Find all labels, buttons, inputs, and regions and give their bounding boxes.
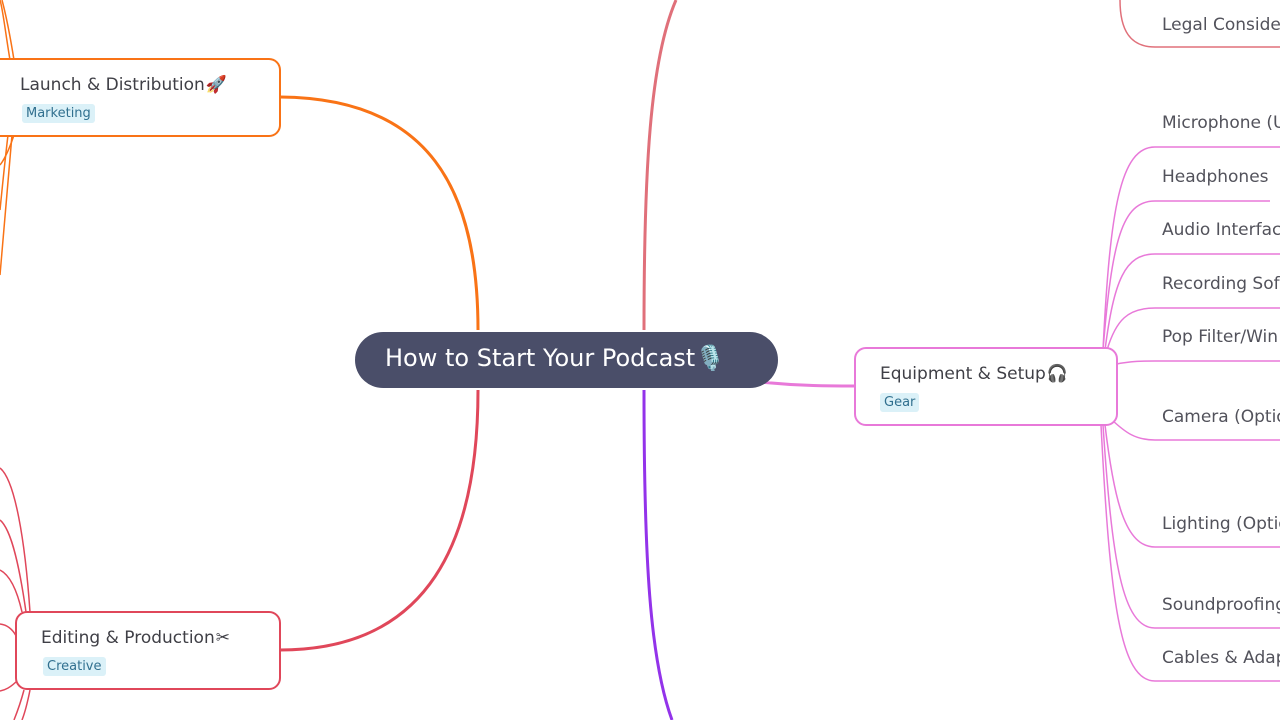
connector-root-bottom — [642, 389, 674, 720]
branch-title: Launch & Distribution🚀 — [20, 75, 227, 95]
branch-editing-production[interactable]: Editing & Production✂ Creative — [15, 611, 281, 690]
connector-root-top — [642, 0, 678, 331]
leaf-microphone[interactable]: Microphone (U — [1162, 113, 1280, 133]
branch-title: Editing & Production✂ — [41, 628, 230, 648]
root-title: How to Start Your Podcast🎙️ — [385, 344, 726, 372]
leaf-recording-software[interactable]: Recording Sof — [1162, 274, 1280, 294]
leaf-lighting[interactable]: Lighting (Optio — [1162, 514, 1280, 534]
root-node[interactable]: How to Start Your Podcast🎙️ — [355, 332, 778, 388]
microphone-icon: 🎙️ — [695, 344, 726, 372]
scissors-icon: ✂ — [215, 628, 230, 648]
connector-root-launch — [279, 95, 480, 331]
leaf-legal-considerations[interactable]: Legal Conside — [1162, 15, 1280, 35]
leaf-cables-adapters[interactable]: Cables & Adap — [1162, 648, 1280, 668]
connector-legal — [1119, 0, 1280, 48]
tag-creative: Creative — [43, 657, 106, 676]
leaf-headphones[interactable]: Headphones — [1162, 167, 1269, 187]
branch-launch-distribution[interactable]: Launch & Distribution🚀 Marketing — [0, 58, 281, 137]
branch-equipment-setup[interactable]: Equipment & Setup🎧 Gear — [854, 347, 1118, 426]
tag-marketing: Marketing — [22, 104, 95, 123]
leaf-soundproofing[interactable]: Soundproofing — [1162, 595, 1280, 615]
leaf-camera[interactable]: Camera (Optio — [1162, 407, 1280, 427]
connector-root-equipment — [759, 380, 856, 388]
headphones-icon: 🎧 — [1046, 364, 1068, 384]
rocket-icon: 🚀 — [205, 75, 227, 95]
branch-title: Equipment & Setup🎧 — [880, 364, 1068, 384]
connector-root-editing — [279, 389, 480, 652]
leaf-pop-filter[interactable]: Pop Filter/Win — [1162, 327, 1279, 347]
launch-leaf-connectors — [0, 0, 15, 276]
tag-gear: Gear — [880, 393, 920, 412]
leaf-audio-interface[interactable]: Audio Interfac — [1162, 220, 1280, 240]
